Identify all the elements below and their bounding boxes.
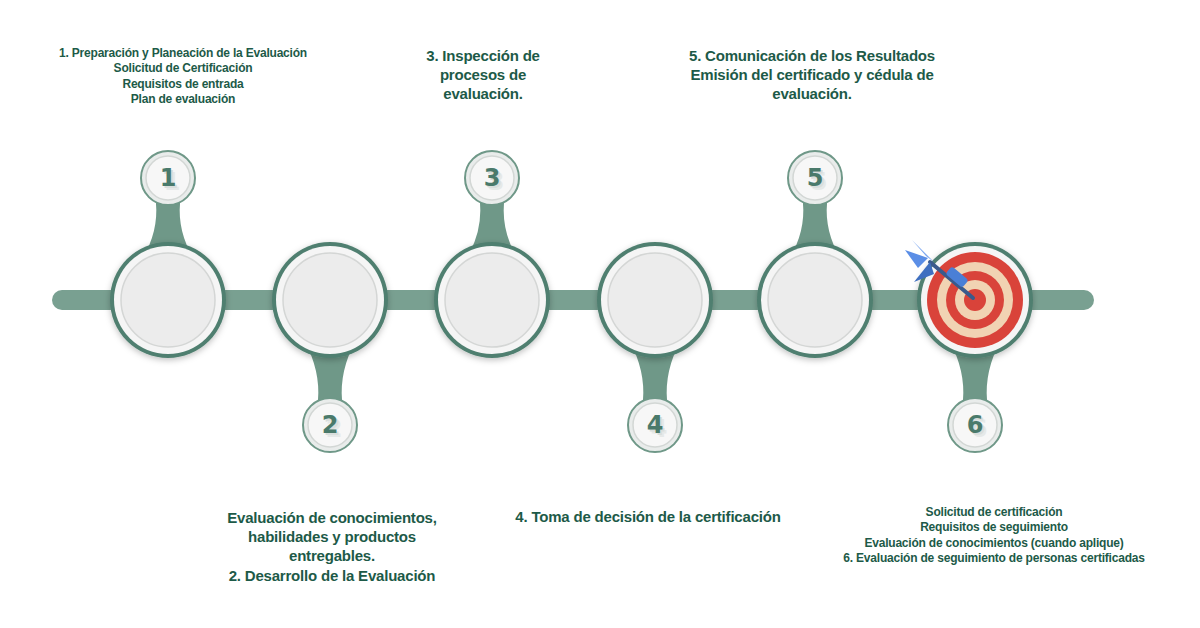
- step-description: 3. Inspección de procesos de evaluación.: [408, 46, 558, 104]
- step-text: 3. Inspección de procesos de evaluación.: [408, 46, 558, 104]
- step-text: Solicitud de Certificación: [114, 61, 253, 76]
- step-description: Evaluación de conocimientos, habilidades…: [210, 508, 455, 585]
- step-text: 1. Preparación y Planeación de la Evalua…: [59, 46, 307, 61]
- step-text: Solicitud de certificación: [926, 505, 1063, 520]
- step-number: 6: [947, 397, 1003, 453]
- step-description: 4. Toma de decisión de la certificación: [515, 507, 780, 526]
- step-text: 6. Evaluación de seguimiento de personas…: [843, 551, 1145, 566]
- step-text: Evaluación de conocimientos (cuando apli…: [864, 536, 1123, 551]
- step-number: 5: [787, 150, 843, 206]
- step-circle: 2Evaluación de conocimientos, habilidade…: [302, 397, 358, 453]
- step-circle: 55. Comunicación de los ResultadosEmisió…: [787, 150, 843, 206]
- step-circle: 44. Toma de decisión de la certificación: [627, 397, 683, 453]
- step-description: 1. Preparación y Planeación de la Evalua…: [59, 46, 307, 107]
- step-number: 1: [140, 150, 196, 206]
- big-circles: [110, 242, 1033, 358]
- step-description: 5. Comunicación de los ResultadosEmisión…: [681, 46, 943, 104]
- step-text: 2. Desarrollo de la Evaluación: [229, 566, 436, 585]
- step-circle: 33. Inspección de procesos de evaluación…: [464, 150, 520, 206]
- step-text: 5. Comunicación de los Resultados: [689, 46, 935, 65]
- step-text: 4. Toma de decisión de la certificación: [515, 507, 780, 526]
- step-text: Requisitos de entrada: [122, 77, 243, 92]
- step-text: Emisión del certificado y cédula de eval…: [681, 65, 943, 103]
- step-circle: 11. Preparación y Planeación de la Evalu…: [140, 150, 196, 206]
- stems: [146, 195, 997, 408]
- step-circle: 6Solicitud de certificaciónRequisitos de…: [947, 397, 1003, 453]
- step-text: Plan de evaluación: [131, 92, 235, 107]
- step-description: Solicitud de certificaciónRequisitos de …: [843, 505, 1145, 566]
- step-text: Evaluación de conocimientos, habilidades…: [210, 508, 455, 566]
- step-number: 2: [302, 397, 358, 453]
- target-illustration: [905, 240, 1023, 348]
- step-number: 4: [627, 397, 683, 453]
- step-number: 3: [464, 150, 520, 206]
- step-text: Requisitos de seguimiento: [920, 520, 1068, 535]
